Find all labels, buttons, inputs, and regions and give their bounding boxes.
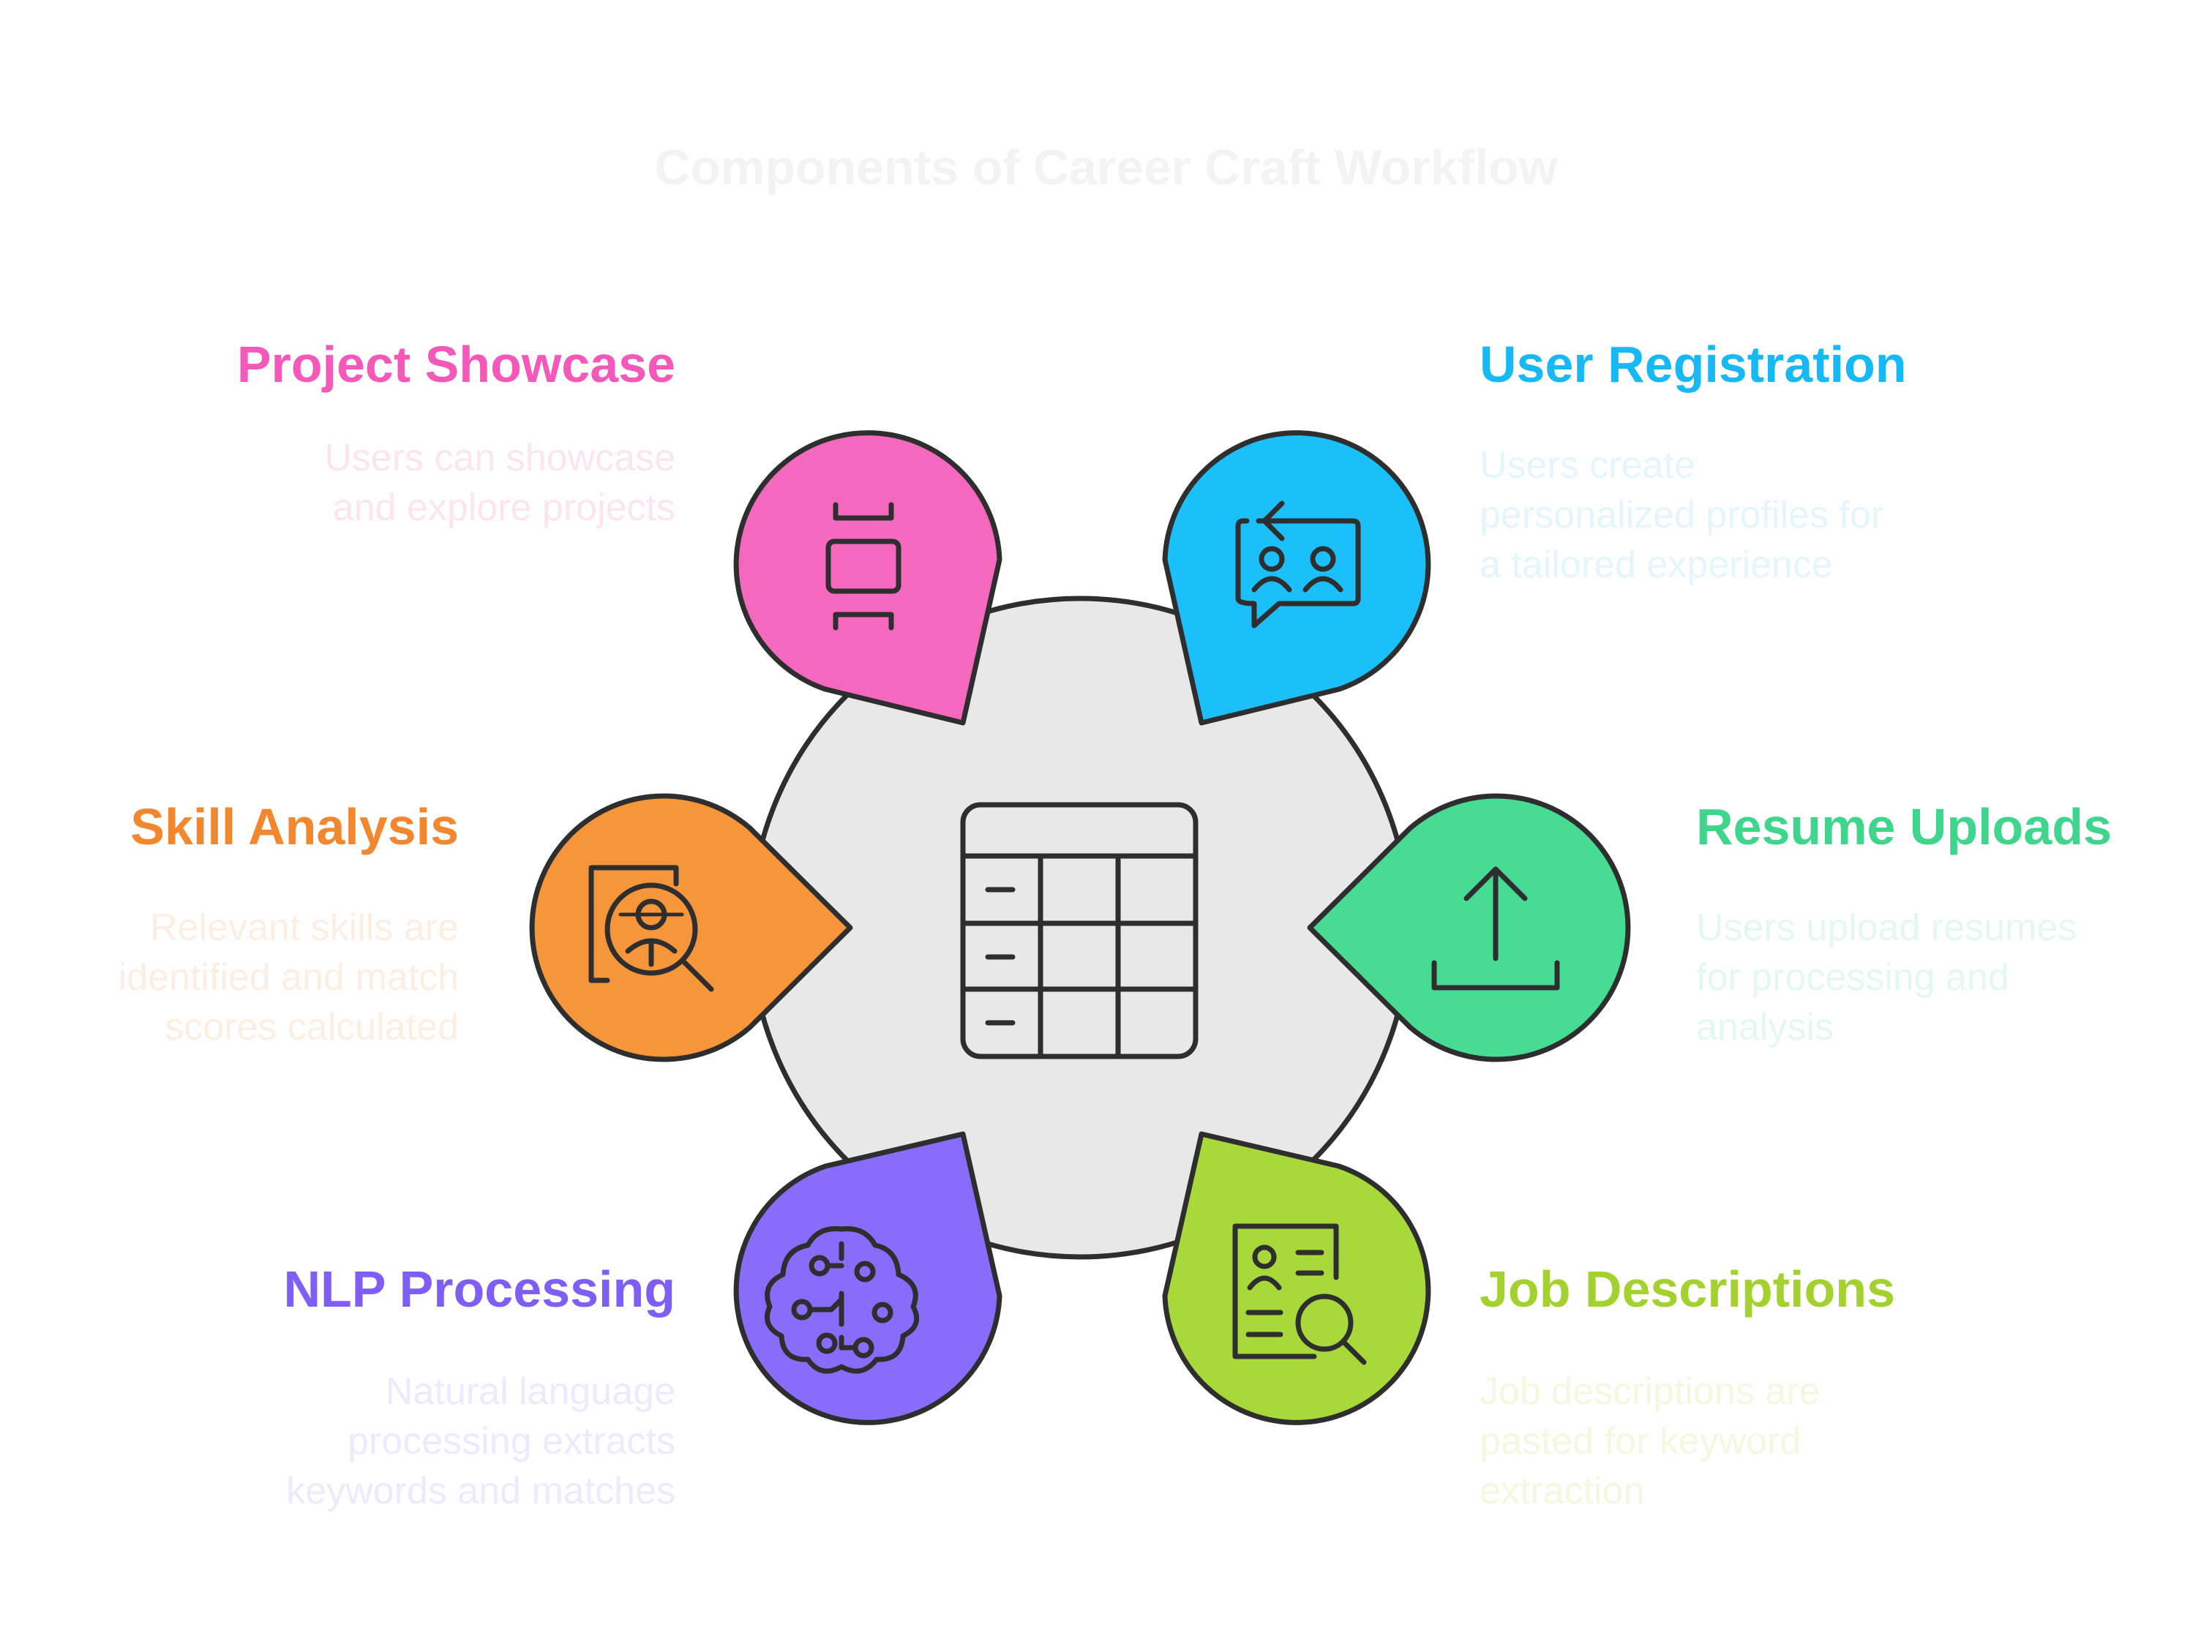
- job-descriptions-pin: [1162, 1131, 1431, 1425]
- skill-analysis-heading: Skill Analysis: [130, 798, 459, 855]
- description-line: scores calculated: [165, 1006, 459, 1048]
- user-registration-description: Users create personalized profiles for a…: [1480, 440, 1883, 590]
- user-registration-heading: User Registration: [1480, 336, 1907, 393]
- project-showcase-description: Users can showcase and explore projects: [324, 433, 675, 533]
- job-descriptions-description: Job descriptions are pasted for keyword …: [1480, 1367, 1820, 1516]
- user-chat-icon: [1235, 500, 1361, 628]
- description-line: Job descriptions are: [1480, 1370, 1821, 1413]
- nlp-processing-description: Natural language processing extracts key…: [286, 1367, 675, 1516]
- resume-uploads-pin: [1307, 793, 1631, 1062]
- user-registration-pin: [1162, 430, 1431, 726]
- skill-analysis-description: Relevant skills are identified and match…: [119, 903, 459, 1052]
- description-line: processing extracts: [348, 1420, 675, 1463]
- nlp-processing-heading: NLP Processing: [283, 1261, 675, 1318]
- description-line: for processing and: [1696, 956, 2009, 999]
- description-line: analysis: [1696, 1006, 1834, 1048]
- description-line: identified and match: [118, 956, 459, 999]
- description-line: and explore projects: [332, 487, 675, 529]
- skill-analysis-pin: [529, 793, 853, 1062]
- description-line: pasted for keyword: [1480, 1420, 1802, 1463]
- diagram-title: Components of Career Craft Workflow: [654, 140, 1558, 195]
- project-showcase-pin: [733, 430, 1002, 726]
- description-line: Natural language: [385, 1370, 675, 1413]
- upload-icon: [1431, 866, 1560, 991]
- description-line: Users create: [1480, 444, 1695, 487]
- document-search-icon: [1232, 1223, 1367, 1365]
- description-line: personalized profiles for: [1480, 494, 1884, 536]
- brain-icon: [765, 1225, 920, 1374]
- description-line: keywords and matches: [286, 1470, 675, 1512]
- resume-uploads-description: Users upload resumes for processing and …: [1696, 903, 2077, 1052]
- resume-uploads-heading: Resume Uploads: [1696, 798, 2112, 855]
- description-line: Users upload resumes: [1696, 906, 2077, 949]
- columns-icon: [825, 502, 901, 631]
- table-icon: [960, 802, 1199, 1059]
- description-line: a tailored experience: [1480, 544, 1833, 586]
- job-descriptions-heading: Job Descriptions: [1480, 1261, 1895, 1318]
- description-line: Users can showcase: [324, 437, 675, 479]
- description-line: extraction: [1480, 1470, 1645, 1512]
- project-showcase-heading: Project Showcase: [236, 336, 675, 393]
- description-line: Relevant skills are: [150, 906, 459, 949]
- user-search-icon: [588, 865, 714, 992]
